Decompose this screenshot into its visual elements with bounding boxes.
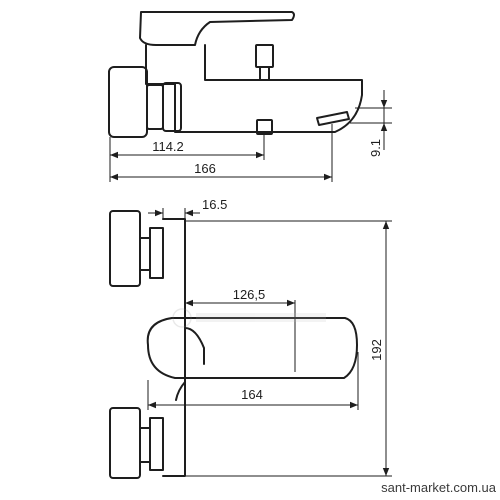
faucet-body [145, 44, 363, 133]
top-connector-inner [149, 227, 164, 279]
logo-watermark [172, 308, 326, 328]
bottom-connector-outer [139, 427, 151, 463]
dim-16-label: 16.5 [202, 197, 227, 212]
dim-9-label: 9.1 [368, 139, 383, 157]
top-wall-flange [109, 210, 141, 287]
site-watermark: sant-market.com.ua [381, 480, 497, 495]
lever-neck [175, 381, 186, 401]
aerator [316, 111, 350, 126]
dim-164-label: 164 [241, 387, 263, 402]
eccentric-connector [146, 84, 164, 130]
lever-handle [139, 11, 295, 46]
body-column [162, 218, 186, 477]
dim-114-label: 114.2 [152, 139, 184, 154]
bottom-connector-inner [149, 417, 164, 471]
diverter-knob [255, 44, 274, 68]
lever-cutout-top [184, 327, 205, 365]
front-view: 16.5 126,5 164 192 [109, 197, 392, 479]
dim-192-label: 192 [369, 339, 384, 361]
side-view: 114.2 166 9.1 [108, 11, 392, 182]
bottom-wall-flange [109, 407, 141, 479]
diverter-stem [259, 66, 270, 81]
top-connector-outer [139, 237, 151, 271]
connector-nut [162, 82, 182, 132]
front-lever [146, 317, 358, 379]
dim-126-label: 126,5 [233, 287, 266, 302]
dim-166-label: 166 [194, 161, 216, 176]
wall-flange [108, 66, 148, 138]
